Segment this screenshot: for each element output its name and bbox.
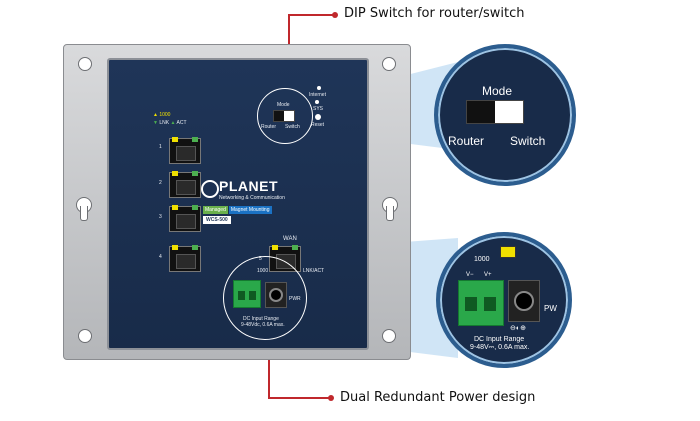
zoom-dc-jack: [508, 280, 540, 322]
mode-dip-highlight: [257, 88, 313, 144]
reset-button[interactable]: [315, 114, 321, 120]
sys-led-label: SYS: [313, 106, 324, 112]
port-number: 4: [159, 254, 162, 260]
zoom-router-label: Router: [448, 134, 485, 148]
power-callout-horizontal-line: [268, 397, 330, 399]
port-number: 1: [159, 144, 162, 150]
dc-jack[interactable]: [265, 282, 287, 308]
dip-switch-callout-label: DIP Switch for router/switch: [344, 6, 525, 21]
ethernet-port-3[interactable]: [169, 205, 201, 232]
keyhole-icon: [76, 197, 92, 221]
managed-badge: Managed: [203, 206, 228, 214]
internet-led-icon: [317, 86, 321, 90]
dc-range-label: DC Input Range: [243, 316, 279, 322]
power-callout-dot: [328, 395, 334, 401]
zoom-dc-spec: 9-48V⎓, 0.6A max.: [470, 344, 530, 351]
zoom-vminus-label: V−: [466, 272, 474, 278]
ethernet-port-2[interactable]: [169, 171, 201, 198]
zoom-dc-range: DC Input Range: [474, 336, 525, 343]
mode-dip-switch[interactable]: [273, 110, 295, 122]
mode-label: Mode: [277, 102, 290, 108]
switch-device: ▲ 1000 ▼ LNK ▲ ACT 1 2 3 4 Mode Router S…: [107, 58, 369, 350]
dip-callout-dot: [332, 12, 338, 18]
dip-callout-horizontal-line: [288, 14, 334, 16]
power-callout-vertical-line: [268, 352, 270, 398]
zoom-speed-led-icon: [500, 246, 516, 258]
mount-hole-icon: [382, 57, 396, 71]
zoom-polarity-icon: ⊖◐⊕: [510, 325, 526, 332]
zoom-switch-label: Switch: [510, 134, 546, 148]
switch-label: Switch: [285, 124, 300, 130]
mount-hole-icon: [78, 57, 92, 71]
zoom-mode-label: Mode: [482, 84, 513, 98]
model-badge: WCS-500: [203, 216, 231, 224]
keyhole-icon: [382, 197, 398, 221]
port-number: 2: [159, 180, 162, 186]
internet-led-label: Internet: [309, 92, 326, 98]
led-legend-speed: ▲ 1000: [153, 112, 171, 118]
ethernet-port-1[interactable]: [169, 137, 201, 164]
badge-row: Managed Magnet Mounting: [203, 206, 272, 214]
planet-logo: PLANET Networking & Communication: [201, 178, 289, 201]
ethernet-port-4[interactable]: [169, 245, 201, 272]
magnet-badge: Magnet Mounting: [228, 206, 272, 214]
mount-hole-icon: [78, 329, 92, 343]
zoom-vplus-label: V+: [484, 272, 492, 278]
zoom-dc-terminal: [458, 280, 504, 326]
zoom-speed-label: 1000: [474, 256, 490, 263]
led-legend-link: ▼ LNK ▲ ACT: [153, 120, 187, 126]
dc-terminal-block[interactable]: [233, 280, 261, 308]
reset-label: Reset: [311, 122, 325, 128]
dc-spec-label: 9-48Vdc, 0.6A max.: [241, 322, 285, 328]
router-label: Router: [261, 124, 277, 130]
zoom-pwr-label: PW: [544, 304, 557, 313]
mode-zoom-circle: Mode Router Switch: [434, 44, 576, 186]
power-zoom-circle: 1000 V− V+ ⊖◐⊕ PW DC Input Range 9-48V⎓,…: [436, 232, 572, 368]
power-callout-label: Dual Redundant Power design: [340, 390, 536, 405]
sys-led-icon: [315, 100, 319, 104]
pwr-label: PWR: [289, 296, 301, 302]
port-number: 3: [159, 214, 162, 220]
wan-label: WAN: [283, 236, 297, 242]
zoom-mode-dip-switch: [466, 100, 524, 124]
mount-hole-icon: [382, 329, 396, 343]
planet-globe-icon: [201, 180, 219, 198]
power-highlight: [223, 256, 307, 340]
wan-link-label: LNK/ACT: [303, 268, 325, 274]
